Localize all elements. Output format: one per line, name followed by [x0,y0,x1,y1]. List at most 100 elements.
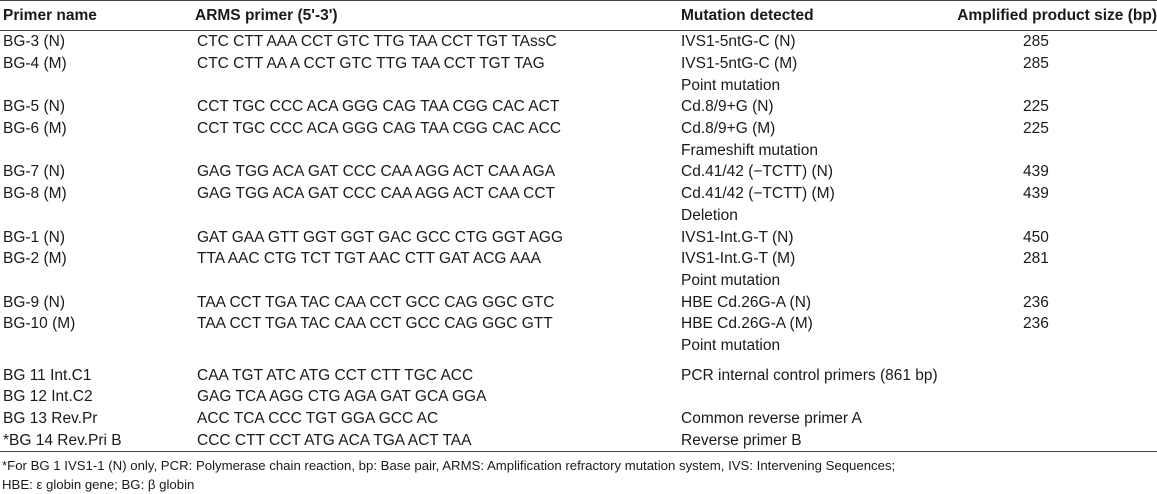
mutation-cell: Cd.8/9+G (N) [681,98,774,116]
table-row: BG 13 Rev.Pr ACC TCA CCC TGT GGA GCC AC Co… [0,408,1157,430]
mutation-cell: Point mutation [681,271,781,289]
control-primer-rows: BG 11 Int.C1 CAA TGT ATC ATG CCT CTT TGC … [0,364,1157,453]
mutation-cell: IVS1-5ntG-C (N) [681,33,796,51]
primer-name-cell: *BG 14 Rev.Pri B [0,429,192,453]
table-row: Point mutation [0,270,1157,292]
primer-name-cell: BG 11 Int.C1 [3,366,92,384]
primer-sequence-cell [192,74,678,96]
mutation-cell: Point mutation [681,76,781,94]
product-size-cell: 236 [1023,293,1049,311]
mutation-cell: Point mutation [681,336,781,354]
table-row: Deletion [0,205,1157,227]
primer-name-cell: BG-6 (M) [3,120,67,138]
primer-rows: BG-3 (N) CTC CTT AAA CCT GTC TTG TAA CCT … [0,31,1157,357]
mutation-cell: Frameshift mutation [681,141,818,159]
mutation-cell: Cd.8/9+G (M) [681,120,776,138]
primer-sequence-cell: CCC CTT CCT ATG ACA TGA ACT TAA [192,429,678,453]
table-row: BG-5 (N) CCT TGC CCC ACA GGG CAG TAA CGG … [0,96,1157,118]
table-row: BG-4 (M) CTC CTT AA A CCT GTC TTG TAA CCT… [0,53,1157,75]
mutation-cell: IVS1-Int.G-T (M) [681,250,796,268]
product-size-cell [917,335,1157,357]
primer-name-cell [0,335,192,357]
table-row: BG-9 (N) TAA CCT TGA TAC CAA CCT GCC CAG … [0,291,1157,313]
product-size-cell: 236 [1023,315,1049,333]
primer-sequence-cell: GAG TGG ACA GAT CCC CAA AGG ACT CAA AGA [197,163,556,181]
primer-name-cell: BG-10 (M) [3,315,76,333]
primer-name-cell: BG-4 (M) [3,55,67,73]
mutation-cell: Common reverse primer A [681,410,862,428]
table-row: BG 12 Int.C2 GAG TCA AGG CTG AGA GAT GCA … [0,386,1157,408]
primer-sequence-cell: TAA CCT TGA TAC CAA CCT GCC CAG GGC GTC [197,293,555,311]
mutation-cell: Cd.41/42 (−TCTT) (M) [681,185,835,203]
product-size-cell: 439 [1023,163,1049,181]
table-row: BG-7 (N) GAG TGG ACA GAT CCC CAA AGG ACT … [0,161,1157,183]
mutation-cell: HBE Cd.26G-A (M) [681,315,813,333]
primer-name-cell [0,74,192,96]
primer-sequence-cell [192,205,678,227]
product-size-cell [917,270,1157,292]
table-row: BG-8 (M) GAG TGG ACA GAT CCC CAA AGG ACT … [0,183,1157,205]
product-size-cell [917,386,1157,408]
primer-name-cell: BG-8 (M) [3,185,67,203]
header-product-size: Amplified product size (bp) [917,0,1157,31]
mutation-cell: Reverse primer B [678,429,917,453]
footnote-line-2: HBE: ε globin gene; BG: β globin [2,477,195,493]
product-size-cell [917,408,1157,430]
primer-name-cell: BG-3 (N) [3,33,65,51]
table-row: Point mutation [0,335,1157,357]
header-arms-primer: ARMS primer (5'-3') [192,0,678,31]
table-footnote: *For BG 1 IVS1-1 (N) only, PCR: Polymera… [0,452,1157,494]
table-row: BG-2 (M) TTA AAC CTG TCT TGT AAC CTT GAT … [0,248,1157,270]
primer-name-cell: BG 12 Int.C2 [3,388,93,406]
primer-sequence-cell [192,270,678,292]
spacer [0,356,1157,364]
mutation-cell: PCR internal control primers (861 bp) [681,366,938,384]
mutation-cell: Deletion [681,206,738,224]
footnote-line-1: *For BG 1 IVS1-1 (N) only, PCR: Polymera… [2,458,896,474]
header-mutation-detected: Mutation detected [678,0,917,31]
table-row: Frameshift mutation [0,139,1157,161]
table-row: BG-1 (N)GAT GAA GTT GGT GGT GAC GCC CTG … [0,226,1157,248]
primer-sequence-cell: ACC TCA CCC TGT GGA GCC AC [197,410,439,428]
product-size-cell [917,364,1157,386]
primer-name-cell [0,139,192,161]
primer-name-cell [0,270,192,292]
product-size-cell: 450 [1023,228,1049,246]
primer-sequence-cell [192,335,678,357]
mutation-cell [678,386,917,408]
primer-name-cell: BG-7 (N) [3,163,65,181]
primer-sequence-cell [192,139,678,161]
primer-sequence-cell: GAT GAA GTT GGT GGT GAC GCC CTG GGT AGG [197,228,564,246]
primer-name-cell: BG-2 (M) [3,250,67,268]
primer-sequence-cell: CTC CTT AAA CCT GTC TTG TAA CCT TGT TAss… [197,33,557,51]
product-size-cell: 285 [1023,33,1049,51]
product-size-cell: 225 [1023,120,1049,138]
primer-sequence-cell: CAA TGT ATC ATG CCT CTT TGC ACC [197,366,474,384]
primer-name-cell: BG-9 (N) [3,293,65,311]
primer-sequence-cell: CCT TGC CCC ACA GGG CAG TAA CGG CAC ACT [197,98,560,116]
product-size-cell [917,205,1157,227]
primer-name-cell: BG-5 (N) [3,98,65,116]
table-row: BG-6 (M)CCT TGC CCC ACA GGG CAG TAA CGG … [0,118,1157,140]
mutation-cell: IVS1-Int.G-T (N) [681,228,794,246]
primer-name-cell [0,205,192,227]
product-size-cell [917,429,1157,453]
table-row: BG-3 (N) CTC CTT AAA CCT GTC TTG TAA CCT … [0,31,1157,53]
primer-sequence-cell: TTA AAC CTG TCT TGT AAC CTT GAT ACG AAA [197,250,541,268]
header-primer-name: Primer name [0,0,192,31]
mutation-cell: IVS1-5ntG-C (M) [681,55,798,73]
table-row: BG-10 (M) TAA CCT TGA TAC CAA CCT GCC CAG… [0,313,1157,335]
primer-name-cell: BG 13 Rev.Pr [3,410,98,428]
primer-sequence-cell: CTC CTT AA A CCT GTC TTG TAA CCT TGT TAG [197,55,545,73]
product-size-cell: 225 [1023,98,1049,116]
header-row: Primer name ARMS primer (5'-3') Mutation… [0,0,1157,31]
primer-sequence-cell: GAG TCA AGG CTG AGA GAT GCA GGA [197,388,487,406]
primer-sequence-cell: TAA CCT TGA TAC CAA CCT GCC CAG GGC GTT [197,315,553,333]
primer-table: Primer name ARMS primer (5'-3') Mutation… [0,0,1157,453]
table-row: Point mutation [0,74,1157,96]
product-size-cell [917,74,1157,96]
primer-sequence-cell: GAG TGG ACA GAT CCC CAA AGG ACT CAA CCT [197,185,556,203]
table-row: BG 11 Int.C1 CAA TGT ATC ATG CCT CTT TGC … [0,364,1157,386]
